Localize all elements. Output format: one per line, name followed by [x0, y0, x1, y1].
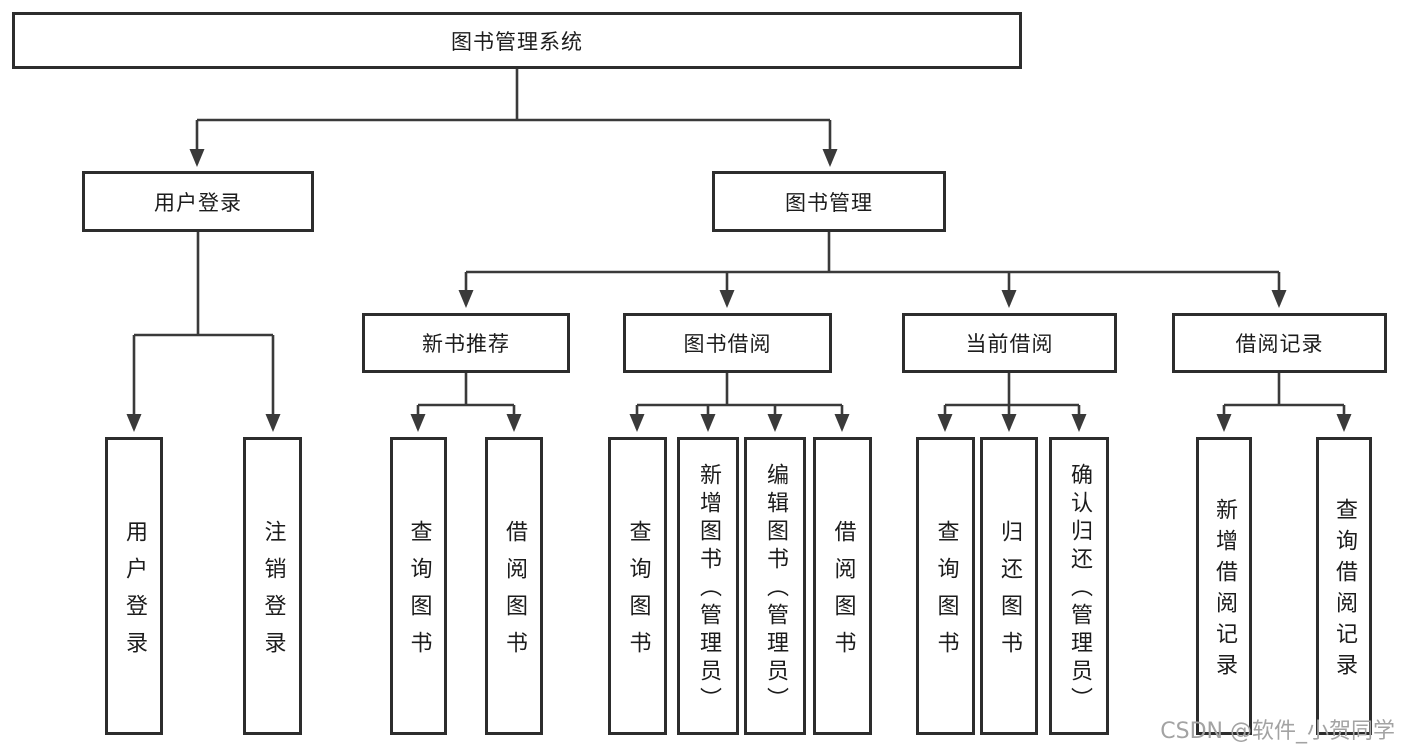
leaf-query-books-recommend: 查询图书 [390, 437, 447, 735]
connector-borrowing-records-children [1216, 373, 1352, 432]
csdn-watermark: CSDN @软件_小贺同学 [1160, 719, 1395, 744]
leaf-confirm-return-admin: 确认归还（管理员） [1049, 437, 1109, 735]
node-label: 编辑图书（管理员） [763, 463, 788, 715]
node-label: 查询图书 [406, 519, 432, 668]
node-label: 图书借阅 [683, 332, 772, 356]
node-label: 图书管理系统 [451, 29, 583, 54]
leaf-query-books-current: 查询图书 [916, 437, 975, 735]
leaf-add-borrow-record: 新增借阅记录 [1196, 437, 1252, 735]
node-borrowing-records: 借阅记录 [1172, 313, 1387, 373]
node-label: 用户登录 [154, 190, 242, 215]
node-label: 查询借阅记录 [1332, 497, 1357, 684]
node-library-management-system: 图书管理系统 [12, 12, 1022, 69]
leaf-query-borrow-record: 查询借阅记录 [1316, 437, 1372, 735]
connector-book-borrowing-children [629, 373, 850, 432]
connector-user-login-children [126, 232, 281, 432]
node-label: 新增借阅记录 [1212, 497, 1237, 684]
node-label: 借阅图书 [830, 519, 856, 668]
leaf-edit-books-admin: 编辑图书（管理员） [744, 437, 806, 735]
leaf-user-login: 用户登录 [105, 437, 163, 735]
connector-root-to-level1 [189, 68, 838, 167]
node-label: 当前借阅 [965, 332, 1054, 356]
leaf-borrow-books-borrowing: 借阅图书 [813, 437, 872, 735]
leaf-query-books-borrowing: 查询图书 [608, 437, 667, 735]
leaf-add-books-admin: 新增图书（管理员） [677, 437, 739, 735]
node-label: 新书推荐 [422, 332, 510, 356]
node-label: 借阅图书 [502, 519, 527, 668]
node-label: 新增图书（管理员） [696, 463, 721, 715]
node-user-login: 用户登录 [82, 171, 314, 232]
node-label: 借阅记录 [1235, 332, 1324, 356]
node-current-borrowing: 当前借阅 [902, 313, 1117, 373]
node-book-management: 图书管理 [712, 171, 946, 232]
node-new-book-recommendation: 新书推荐 [362, 313, 570, 373]
connector-book-management-children [458, 232, 1287, 308]
node-label: 确认归还（管理员） [1067, 463, 1092, 715]
connector-new-book-recommend-children [410, 373, 522, 432]
node-label: 查询图书 [933, 519, 959, 668]
leaf-borrow-books-recommend: 借阅图书 [485, 437, 543, 735]
leaf-return-books: 归还图书 [980, 437, 1038, 735]
node-label: 查询图书 [625, 519, 651, 668]
node-label: 注销登录 [260, 519, 286, 668]
node-label: 归还图书 [997, 519, 1022, 668]
leaf-logout-login: 注销登录 [243, 437, 302, 735]
node-book-borrowing: 图书借阅 [623, 313, 832, 373]
connector-current-borrowing-children [937, 373, 1087, 432]
node-label: 用户登录 [122, 519, 147, 668]
node-label: 图书管理 [785, 190, 873, 215]
